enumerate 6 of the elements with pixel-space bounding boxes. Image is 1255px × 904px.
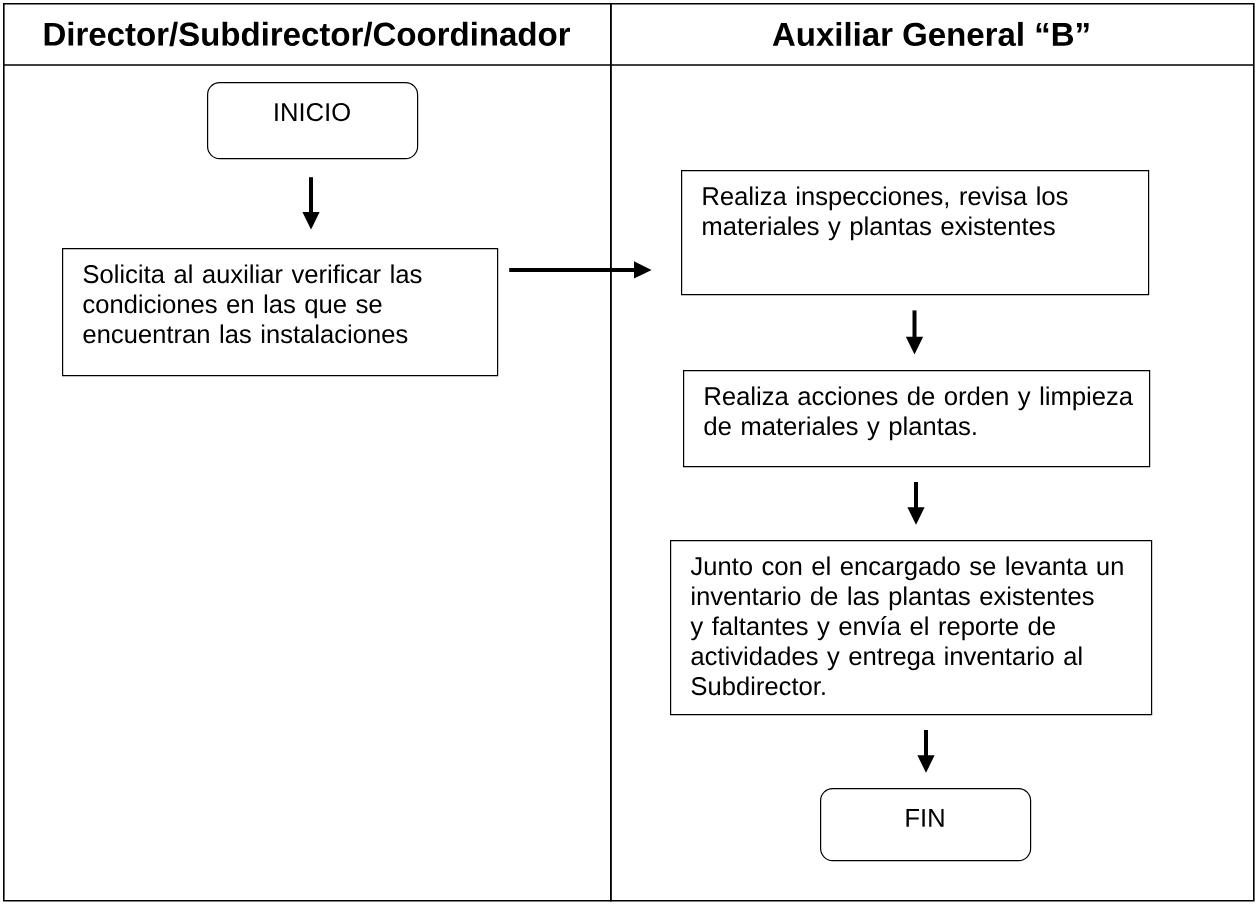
process-box: Solicita al auxiliar verificar las condiciones en las que se encuentran las instalaciones [62,248,499,377]
process-box: Realiza inspecciones, revisa los materiales y plantas existentes [681,170,1150,296]
terminal-box: INICIO [207,82,419,160]
process-box: Realiza acciones de orden y limpieza de materiales y plantas. [683,370,1151,468]
terminal-box: FIN [820,788,1032,862]
process-box: Junto con el encargado se levanta un inventario de las plantas existentes y faltantes y envía el reporte de actividades y entrega inventario al Subdirector. [670,540,1153,716]
